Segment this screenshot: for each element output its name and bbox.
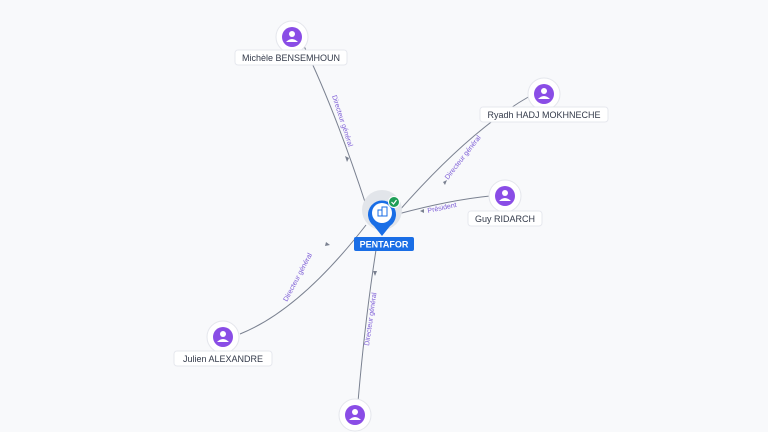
company-name: PENTAFOR <box>360 240 409 250</box>
company-node[interactable]: PENTAFOR <box>354 190 414 251</box>
edge-label-guy: Président <box>427 202 457 215</box>
edge-michele <box>302 43 367 206</box>
person-name: Guy RIDARCH <box>475 214 535 224</box>
person-node-julien[interactable]: Julien ALEXANDRE <box>173 320 273 367</box>
person-name: Ryadh HADJ MOKHNECHE <box>487 110 600 120</box>
edge-julien <box>239 224 367 335</box>
edge-label-julien: Directeur général <box>283 252 315 303</box>
edge-guy <box>397 195 491 215</box>
person-node-bottom[interactable] <box>338 398 372 432</box>
person-name: Michèle BENSEMHOUN <box>242 53 340 63</box>
edge-arrow <box>325 242 330 246</box>
edge-arrow <box>443 180 447 185</box>
edge-label-michele: Directeur général <box>330 94 353 148</box>
building-icon <box>377 206 388 217</box>
edge-arrow <box>420 209 424 213</box>
person-node-guy[interactable]: Guy RIDARCH <box>467 179 543 227</box>
edge-ryadh <box>397 95 531 213</box>
verified-icon <box>388 196 400 208</box>
person-node-ryadh[interactable]: Ryadh HADJ MOKHNECHE <box>479 77 609 123</box>
company-label-box <box>354 237 414 251</box>
edge-arrow <box>373 271 377 276</box>
person-node-michele[interactable]: Michèle BENSEMHOUN <box>234 20 348 66</box>
edge-arrow <box>345 156 349 162</box>
person-name: Julien ALEXANDRE <box>183 354 263 364</box>
edge-bottom <box>357 249 377 403</box>
